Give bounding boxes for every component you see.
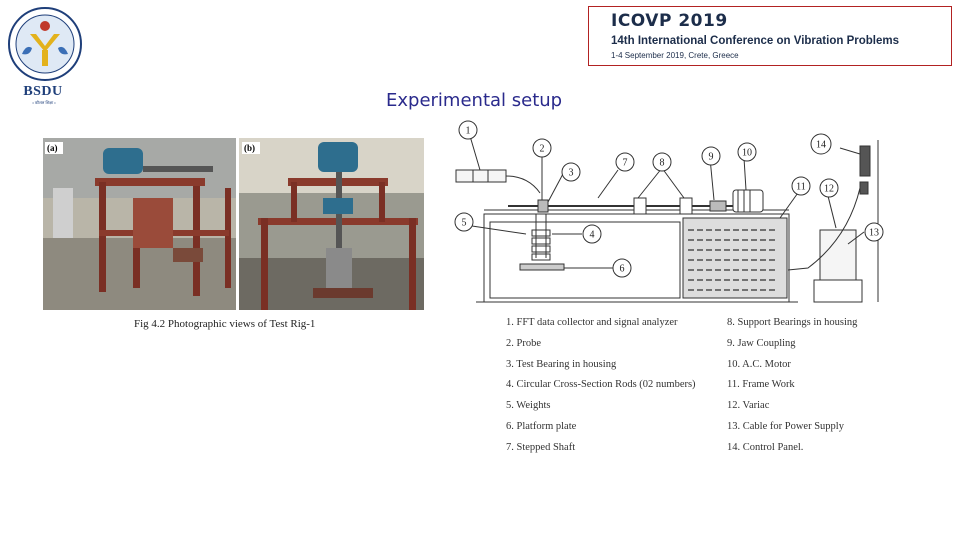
callout-4: 4: [590, 230, 595, 241]
callout-14: 14: [816, 140, 826, 151]
callout-10: 10: [742, 148, 752, 159]
legend-item: 13. Cable for Power Supply: [727, 420, 844, 432]
slide-title: Experimental setup: [386, 90, 563, 111]
photo-a: [43, 138, 236, 310]
callout-11: 11: [796, 182, 806, 193]
legend-item: 6. Platform plate: [506, 420, 577, 432]
callout-7: 7: [623, 158, 628, 169]
banner-subtitle: 14th International Conference on Vibrati…: [611, 35, 899, 47]
logo-name: BSDU: [23, 84, 63, 99]
callout-8: 8: [660, 158, 665, 169]
legend-item: 10. A.C. Motor: [727, 358, 791, 370]
university-logo: BSDU • कौशल शिक्षा •: [4, 4, 86, 105]
test-rig-photographs: (a) (b): [43, 138, 424, 310]
legend-item: 5. Weights: [506, 400, 551, 412]
callout-6: 6: [620, 264, 625, 275]
legend-column-right: 8. Support Bearings in housing 9. Jaw Co…: [727, 316, 857, 462]
callout-3: 3: [569, 168, 574, 179]
photo-label-a: (a): [47, 143, 58, 153]
legend-item: 12. Variac: [727, 400, 770, 412]
logo-emblem-icon: [8, 7, 82, 81]
legend-item: 7. Stepped Shaft: [506, 441, 576, 453]
legend-item: 2. Probe: [506, 337, 541, 349]
legend-item: 1. FFT data collector and signal analyze…: [506, 317, 678, 328]
conference-banner: ICOVP 2019 14th International Conference…: [588, 6, 952, 66]
legend-item: 11. Frame Work: [727, 379, 795, 391]
legend-column-left: 1. FFT data collector and signal analyze…: [506, 316, 696, 462]
legend-item: 9. Jaw Coupling: [727, 337, 796, 349]
photo-b: [239, 138, 424, 310]
callout-12: 12: [824, 184, 834, 195]
callout-5: 5: [462, 218, 467, 229]
logo-subtitle: • कौशल शिक्षा •: [32, 100, 56, 105]
legend-item: 8. Support Bearings in housing: [727, 317, 858, 328]
legend-item: 14. Control Panel.: [727, 441, 804, 453]
callout-1: 1: [466, 126, 471, 137]
callout-9: 9: [709, 152, 714, 163]
callout-13: 13: [869, 228, 879, 239]
legend-item: 4. Circular Cross-Section Rods (02 numbe…: [506, 379, 696, 391]
photo-caption: Fig 4.2 Photographic views of Test Rig-1: [134, 318, 316, 330]
legend-item: 3. Test Bearing in housing: [506, 358, 617, 370]
test-rig-schematic: 1 2 3 4 5 6 7 8 9 10 11 12 13 14: [448, 118, 893, 312]
banner-title: ICOVP 2019: [611, 11, 728, 31]
callout-2: 2: [540, 144, 545, 155]
photo-label-b: (b): [244, 143, 255, 153]
banner-dates: 1-4 September 2019, Crete, Greece: [611, 51, 739, 60]
